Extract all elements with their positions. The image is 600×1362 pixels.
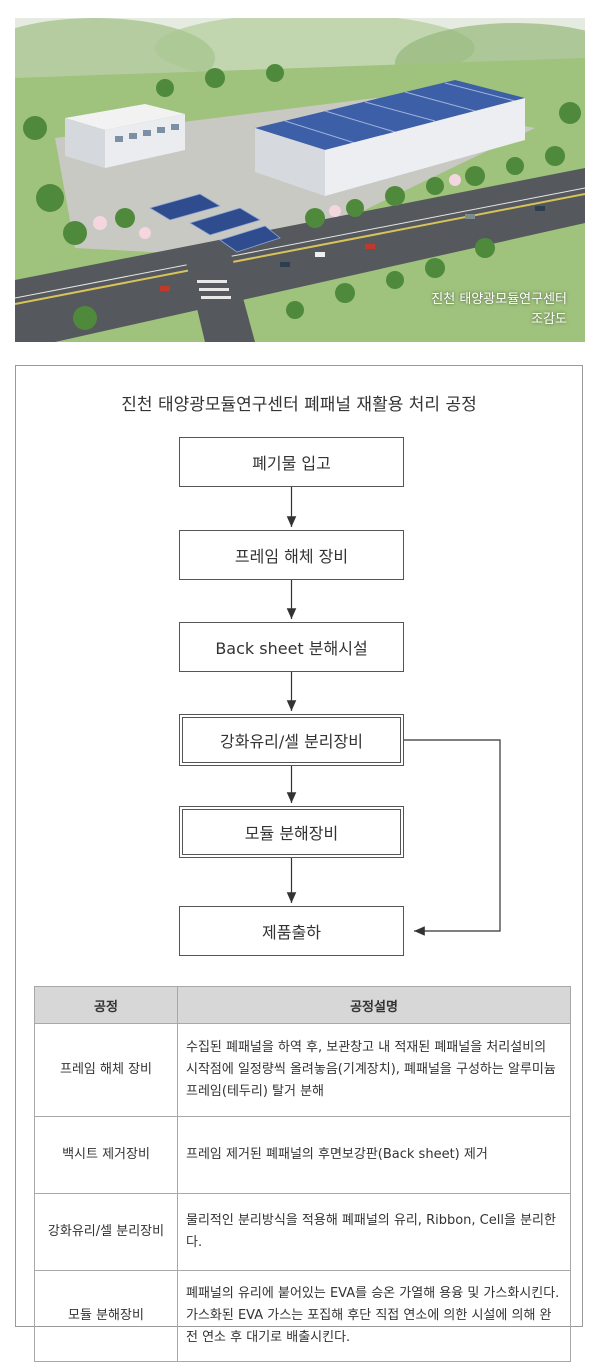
process-name: 강화유리/셀 분리장비 bbox=[34, 1193, 178, 1271]
step-product-shipment: 제품출하 bbox=[179, 906, 404, 956]
header-process: 공정 bbox=[34, 986, 178, 1024]
step-waste-intake: 폐기물 입고 bbox=[179, 437, 404, 487]
table-row: 프레임 해체 장비 수집된 폐패널을 하역 후, 보관창고 내 적재된 폐패널을… bbox=[34, 1023, 571, 1117]
table-row: 백시트 제거장비 프레임 제거된 폐패널의 후면보강판(Back sheet) … bbox=[34, 1116, 571, 1194]
process-name: 프레임 해체 장비 bbox=[34, 1023, 178, 1117]
process-panel: 진천 태양광모듈연구센터 폐패널 재활용 처리 공정 폐기물 입고 프레임 해체… bbox=[15, 365, 583, 1362]
process-name: 백시트 제거장비 bbox=[34, 1116, 178, 1194]
step-frame-dismantling: 프레임 해체 장비 bbox=[179, 530, 404, 580]
diagram-title: 진천 태양광모듈연구센터 폐패널 재활용 처리 공정 bbox=[121, 395, 477, 415]
process-name: 모듈 분해장비 bbox=[34, 1270, 178, 1362]
step-backsheet-removal: Back sheet 분해시설 bbox=[179, 622, 404, 672]
process-description: 프레임 제거된 폐패널의 후면보강판(Back sheet) 제거 bbox=[177, 1116, 571, 1194]
flow-connectors bbox=[286, 487, 501, 936]
table-header-row: 공정 공정설명 bbox=[34, 986, 571, 1024]
header-description: 공정설명 bbox=[177, 986, 571, 1024]
step-glass-cell-separation: 강화유리/셀 분리장비 bbox=[179, 714, 404, 766]
photo-caption: 진천 태양광모듈연구센터 조감도 bbox=[431, 290, 567, 330]
photo-caption-line1: 진천 태양광모듈연구센터 bbox=[431, 292, 567, 307]
step-module-decomposition: 모듈 분해장비 bbox=[179, 806, 404, 858]
bypass-arrow bbox=[404, 739, 501, 936]
photo-caption-line2: 조감도 bbox=[531, 312, 567, 327]
site-drawing bbox=[15, 18, 585, 342]
aerial-illustration: 진천 태양광모듈연구센터 조감도 bbox=[15, 18, 585, 342]
process-table: 공정 공정설명 프레임 해체 장비 수집된 폐패널을 하역 후, 보관창고 내 … bbox=[34, 986, 571, 1362]
process-description: 물리적인 분리방식을 적용해 폐패널의 유리, Ribbon, Cell을 분리… bbox=[177, 1193, 571, 1271]
table-row: 강화유리/셀 분리장비 물리적인 분리방식을 적용해 폐패널의 유리, Ribb… bbox=[34, 1193, 571, 1271]
process-description: 폐패널의 유리에 붙어있는 EVA를 승온 가열해 용융 및 가스화시킨다. 가… bbox=[177, 1270, 571, 1362]
table-row: 모듈 분해장비 폐패널의 유리에 붙어있는 EVA를 승온 가열해 용융 및 가… bbox=[34, 1270, 571, 1362]
process-description: 수집된 폐패널을 하역 후, 보관창고 내 적재된 폐패널을 처리설비의 시작점… bbox=[177, 1023, 571, 1117]
